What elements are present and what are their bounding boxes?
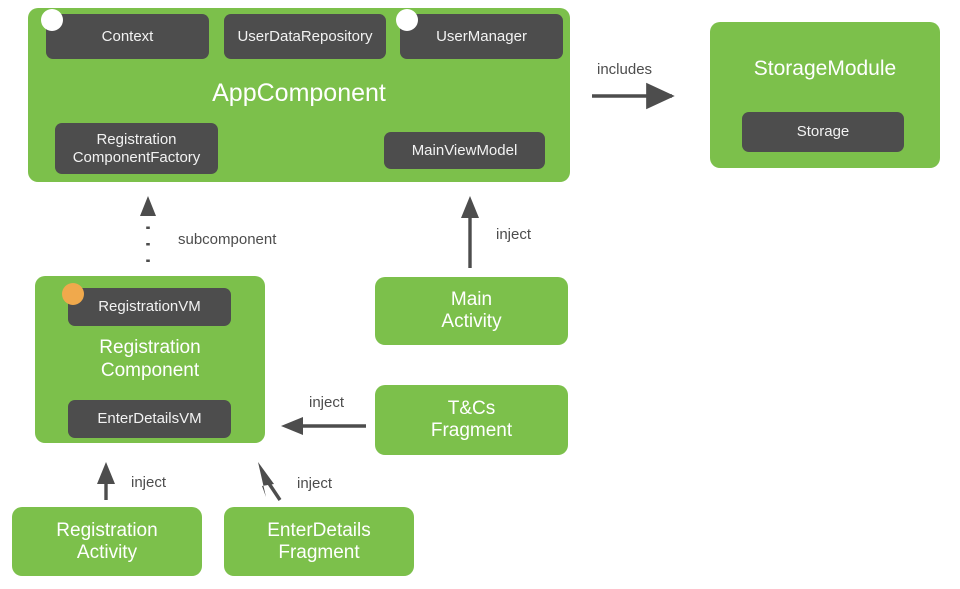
main-activity-label-line2: Activity <box>441 311 502 332</box>
arrow-inject-registration-activity <box>97 462 115 500</box>
binding-main-view-model[interactable]: MainViewModel <box>384 132 545 169</box>
main-activity-label-line1: Main <box>450 289 493 311</box>
enter-details-fragment-box[interactable]: EnterDetails Fragment <box>224 507 414 576</box>
arrow-subcomponent <box>140 196 156 262</box>
edge-label-inject-tcs-fragment: inject <box>309 394 345 411</box>
edge-label-inject-enter-details-fragment: inject <box>297 475 333 492</box>
binding-user-manager[interactable]: UserManager <box>400 14 563 59</box>
binding-registration-component-factory[interactable]: Registration ComponentFactory <box>55 123 218 174</box>
registration-activity-label-line1: Registration <box>56 519 158 541</box>
registration-activity-box[interactable]: Registration Activity <box>12 507 202 576</box>
edge-label-inject-main-activity: inject <box>496 226 532 243</box>
binding-storage[interactable]: Storage <box>742 112 904 152</box>
tcs-fragment-box[interactable]: T&Cs Fragment <box>375 385 568 455</box>
edge-label-includes: includes <box>597 61 653 78</box>
arrow-inject-enter-details-fragment <box>258 462 282 501</box>
main-activity-box[interactable]: Main Activity <box>375 277 568 345</box>
edge-label-inject-registration-activity: inject <box>131 474 167 491</box>
enter-details-fragment-label-line2: Fragment <box>278 541 360 563</box>
arrow-inject-tcs-fragment <box>281 417 366 435</box>
binding-registration-component-factory-line1: Registration <box>96 131 177 149</box>
tcs-fragment-label-line1: T&Cs <box>447 398 496 420</box>
arrow-inject-main-activity <box>461 196 479 268</box>
registration-activity-label-line2: Activity <box>76 541 138 563</box>
white-dot-user-manager-marker-icon <box>396 9 418 31</box>
tcs-fragment-label-line2: Fragment <box>430 420 513 441</box>
orange-dot-registration-vm-marker-icon <box>62 283 84 305</box>
binding-context[interactable]: Context <box>46 14 209 59</box>
binding-registration-component-factory-line2: ComponentFactory <box>72 148 201 166</box>
binding-user-data-repository[interactable]: UserDataRepository <box>224 14 386 59</box>
edge-label-subcomponent: subcomponent <box>178 231 277 248</box>
binding-enter-details-vm[interactable]: EnterDetailsVM <box>68 400 231 438</box>
enter-details-fragment-label-line1: EnterDetails <box>267 519 371 541</box>
binding-registration-vm[interactable]: RegistrationVM <box>68 288 231 326</box>
white-dot-context-marker-icon <box>41 9 63 31</box>
